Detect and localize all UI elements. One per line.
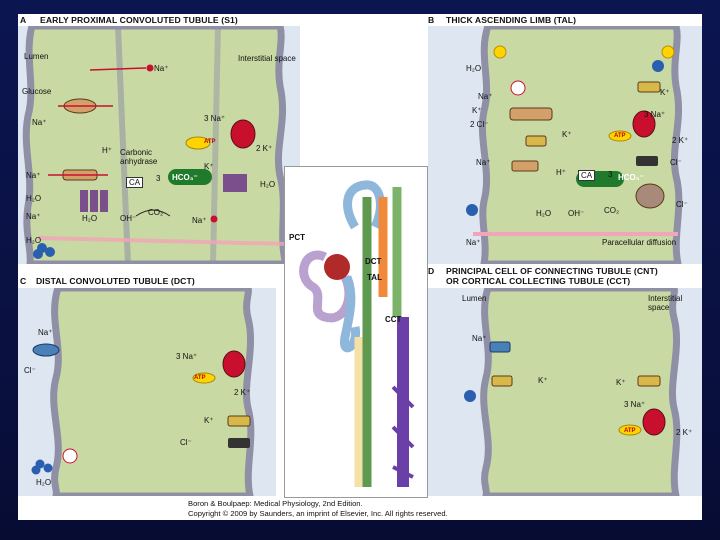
panel-a-na-sglt: Na⁺: [32, 118, 47, 127]
panel-c-atp-label: ATP: [194, 375, 206, 381]
panel-b-na-paracellular: Na⁺: [466, 238, 481, 247]
panel-b-title: THICK ASCENDING LIMB (TAL): [446, 15, 577, 25]
panel-a-cell-diagram: [18, 26, 300, 264]
panel-b-ca-label: CA: [578, 170, 596, 181]
panel-a-3-label: 3: [156, 174, 161, 183]
panel-b-hco3-label: HCO₃⁻: [618, 173, 644, 182]
nephron-diagram: [299, 180, 415, 487]
panel-c-title: DISTAL CONVOLUTED TUBULE (DCT): [36, 276, 195, 286]
panel-d-k-right: K⁺: [616, 378, 626, 387]
panel-c-cl-label: Cl⁻: [24, 366, 36, 375]
panel-a-hco3-label: HCO₃⁻: [172, 173, 198, 182]
panel-c-3na-label: 3 Na⁺: [176, 352, 198, 361]
nephron-tal-label: TAL: [367, 273, 382, 282]
panel-a-h2o-mid: H₂O: [82, 214, 98, 223]
panel-b-h2o-mid: H₂O: [536, 209, 552, 218]
panel-b-k-right: K⁺: [660, 88, 670, 97]
panel-a-k-label: K⁺: [204, 162, 214, 171]
panel-b-3na-label: 3 Na⁺: [644, 110, 666, 119]
panel-a-atp-label: ATP: [204, 139, 216, 145]
panel-b-h2o-label: H₂O: [466, 64, 482, 73]
panel-a-2k-label: 2 K⁺: [256, 144, 273, 153]
panel-d-2k-label: 2 K⁺: [676, 428, 693, 437]
panel-b-na-lower: Na⁺: [476, 158, 491, 167]
panel-b-k-left: K⁺: [472, 106, 482, 115]
panel-c-2k-label: 2 K⁺: [234, 388, 251, 397]
panel-c-cell-diagram: [18, 288, 276, 496]
panel-d-title-line1: PRINCIPAL CELL OF CONNECTING TUBULE (CNT…: [446, 266, 658, 276]
panel-d: Lumen Interstitial space Na⁺ K⁺ K⁺ 3 Na⁺…: [428, 288, 702, 496]
hco3-transporter: [168, 169, 247, 192]
credit-line-2: Copyright © 2009 by Saunders, an imprint…: [188, 508, 448, 518]
panel-b: H₂O Na⁺ K⁺ 2 Cl⁻ K⁺ 3 Na⁺ K⁺ ATP 2 K⁺ Na…: [428, 26, 702, 264]
panel-d-na-label: Na⁺: [472, 334, 487, 343]
panel-a-3na-label: 3 Na⁺: [204, 114, 226, 123]
panel-b-cl-right: Cl⁻: [670, 158, 682, 167]
na-k-pump: [185, 119, 256, 150]
panel-a-interstitial-label: Interstitial space: [238, 54, 296, 63]
sglt-transporter: [58, 98, 113, 114]
panel-c-letter: C: [20, 276, 27, 286]
panel-a-h2o-bottom: H₂O: [26, 236, 42, 245]
panel-b-cell-diagram: [428, 26, 702, 264]
panel-d-letter: D: [428, 266, 435, 276]
figure: A EARLY PROXIMAL CONVOLUTED TUBULE (S1): [18, 14, 702, 520]
panel-b-2cl-label: 2 Cl⁻: [470, 120, 489, 129]
panel-b-2k-label: 2 K⁺: [672, 136, 689, 145]
panel-d-title-line2: OR CORTICAL COLLECTING TUBULE (CCT): [446, 276, 631, 286]
panel-b-oh-label: OH⁻: [568, 209, 585, 218]
panel-b-atp-label: ATP: [614, 133, 626, 139]
panel-a-h2o-basolateral: H₂O: [260, 180, 276, 189]
nhe-exchanger: [48, 169, 108, 181]
panel-a-glucose-label: Glucose: [22, 87, 52, 96]
panel-c-h2o-label: H₂O: [36, 478, 52, 487]
credit-line-1: Boron & Boulpaep: Medical Physiology, 2n…: [188, 499, 363, 508]
panel-a: Lumen Interstitial space Na⁺ Glucose Na⁺…: [18, 26, 300, 264]
nephron-cct-label: CCT: [385, 315, 402, 324]
panel-b-k-mid: K⁺: [562, 130, 572, 139]
panel-a-oh-label: OH⁻: [120, 214, 137, 223]
panel-d-interstitial-label: Interstitial space: [648, 294, 683, 312]
panel-a-letter: A: [20, 15, 27, 25]
panel-a-lumen-label: Lumen: [24, 52, 49, 61]
panel-a-carbonic-anhydrase-label: Carbonic anhydrase: [120, 148, 158, 166]
panel-c-na-label: Na⁺: [38, 328, 53, 337]
panel-a-h2o-left: H₂O: [26, 194, 42, 203]
panel-a-co2-label: CO₂: [148, 208, 164, 217]
panel-c-k-label: K⁺: [204, 416, 214, 425]
panel-c: Na⁺ Cl⁻ 3 Na⁺ ATP 2 K⁺ K⁺ Cl⁻ H₂O: [18, 288, 276, 496]
panel-a-title: EARLY PROXIMAL CONVOLUTED TUBULE (S1): [40, 15, 238, 25]
panel-a-h-label: H⁺: [102, 146, 112, 155]
panel-a-ca-label: CA: [126, 177, 144, 188]
panel-a-na-bottom: Na⁺: [192, 216, 207, 225]
panel-a-na-nhe: Na⁺: [26, 171, 41, 180]
panel-b-letter: B: [428, 15, 435, 25]
aquaporin-channel: [80, 190, 108, 212]
panel-c-cl-lower: Cl⁻: [180, 438, 192, 447]
panel-b-h-label: H⁺: [556, 168, 566, 177]
panel-a-na-lower: Na⁺: [26, 212, 41, 221]
panel-d-atp-label: ATP: [624, 428, 636, 434]
nephron-pct-label: PCT: [289, 233, 305, 242]
nephron-dct-label: DCT: [365, 257, 382, 266]
nephron-panel: PCT DCT TAL CCT: [284, 166, 428, 498]
panel-b-co2-label: CO₂: [604, 206, 620, 215]
panel-d-3na-label: 3 Na⁺: [624, 400, 646, 409]
panel-b-3-label: 3: [608, 170, 613, 179]
panel-b-cl-bottom: Cl⁻: [676, 200, 688, 209]
panel-d-cell-diagram: [428, 288, 702, 496]
panel-a-na-top: Na⁺: [154, 64, 169, 73]
panel-d-k-left: K⁺: [538, 376, 548, 385]
panel-b-paracellular-label: Paracellular diffusion: [602, 238, 677, 247]
figure-credit: Boron & Boulpaep: Medical Physiology, 2n…: [188, 499, 448, 518]
panel-d-lumen-label: Lumen: [462, 294, 487, 303]
panel-b-na-label: Na⁺: [478, 92, 493, 101]
